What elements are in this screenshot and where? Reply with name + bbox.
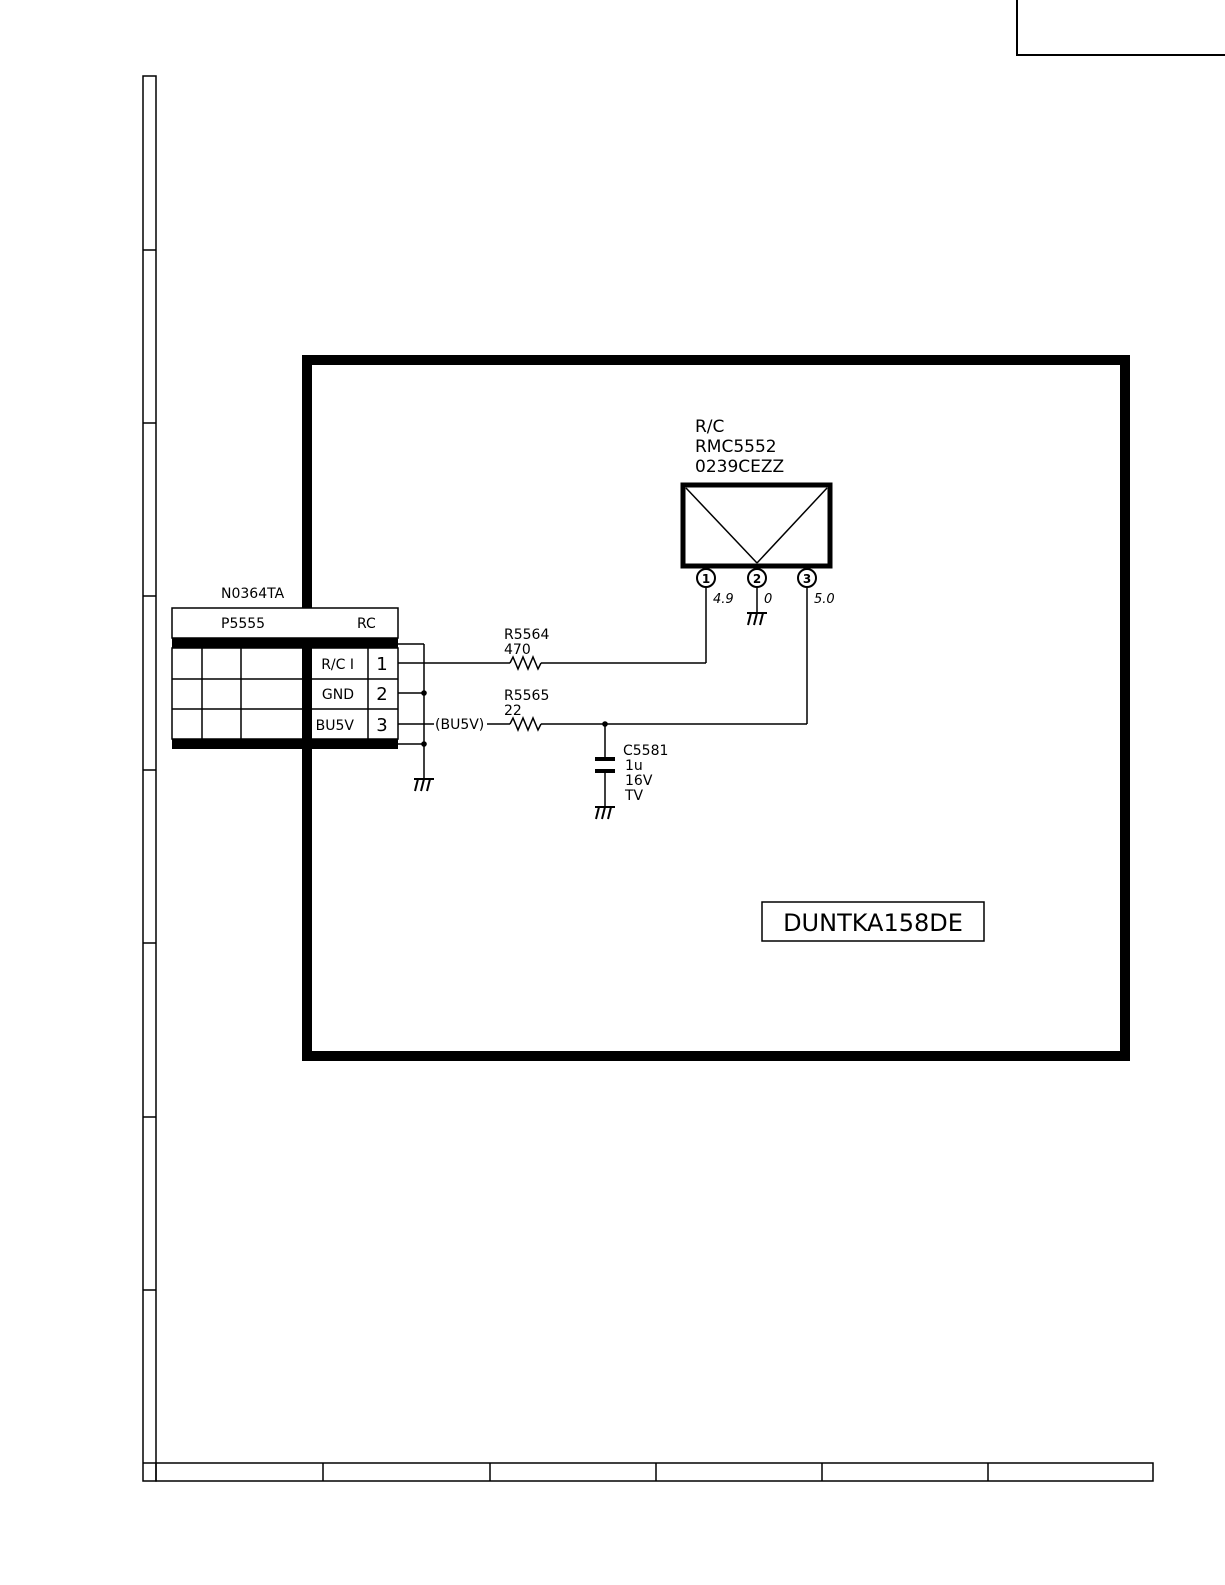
pin-3-voltage: 5.0 [814,592,835,607]
junction-dot [421,741,427,747]
bottom-frame-rail [156,1463,1153,1481]
ic-part: RMC5552 [695,437,777,457]
ground-icon [414,779,434,791]
ic-pin-3: 3 [798,569,816,587]
net-label-bu5v: (BU5V) [435,717,484,733]
board-code-box: DUNTKA158DE [762,902,984,941]
ic-pin-2: 2 [748,569,766,587]
left-frame-rail [143,76,156,1481]
ic-pin-3-label: 3 [803,572,811,586]
row-2-signal: GND [322,687,354,703]
resistor-r5565-ref: R5565 [504,688,549,704]
ic-pin-1: 1 [697,569,715,587]
pin-2-voltage: 0 [764,592,772,607]
connector-type: RC [357,616,376,632]
connector-part: P5555 [221,616,265,632]
resistor-r5565-value: 22 [504,703,522,719]
row-1-pin: 1 [376,654,387,675]
connector-block: N0364TA P5555 RC R/C I 1 GND 2 BU5V 3 [172,586,398,749]
row-1-signal: R/C I [321,657,354,673]
capacitor-type: TV [624,788,644,804]
resistor-r5564-value: 470 [504,642,531,658]
title-block-corner [1017,0,1225,55]
ic-code: 0239CEZZ [695,457,784,477]
bu5v-wire [398,587,807,730]
capacitor-voltage: 16V [625,773,653,789]
capacitor-ref: C5581 [623,743,668,759]
capacitor-value: 1u [625,758,643,774]
rc-receiver-ic: R/C RMC5552 0239CEZZ [683,417,830,566]
resistor-r5564-ref: R5564 [504,627,549,643]
ground-icon [747,613,767,625]
pin-1-voltage: 4.9 [713,592,734,607]
ic-pin-1-label: 1 [702,572,710,586]
capacitor-c5581 [595,724,615,806]
ground-icon [595,807,615,819]
row-3-pin: 3 [376,715,387,736]
junction-dot [421,690,427,696]
rc-signal-wire [398,587,706,669]
connector-ref: N0364TA [221,586,285,602]
ic-pin-2-label: 2 [753,572,761,586]
row-3-signal: BU5V [316,718,355,734]
board-code: DUNTKA158DE [783,909,963,937]
ic-name: R/C [695,417,724,437]
row-2-pin: 2 [376,684,387,705]
ground-bus [398,644,424,778]
